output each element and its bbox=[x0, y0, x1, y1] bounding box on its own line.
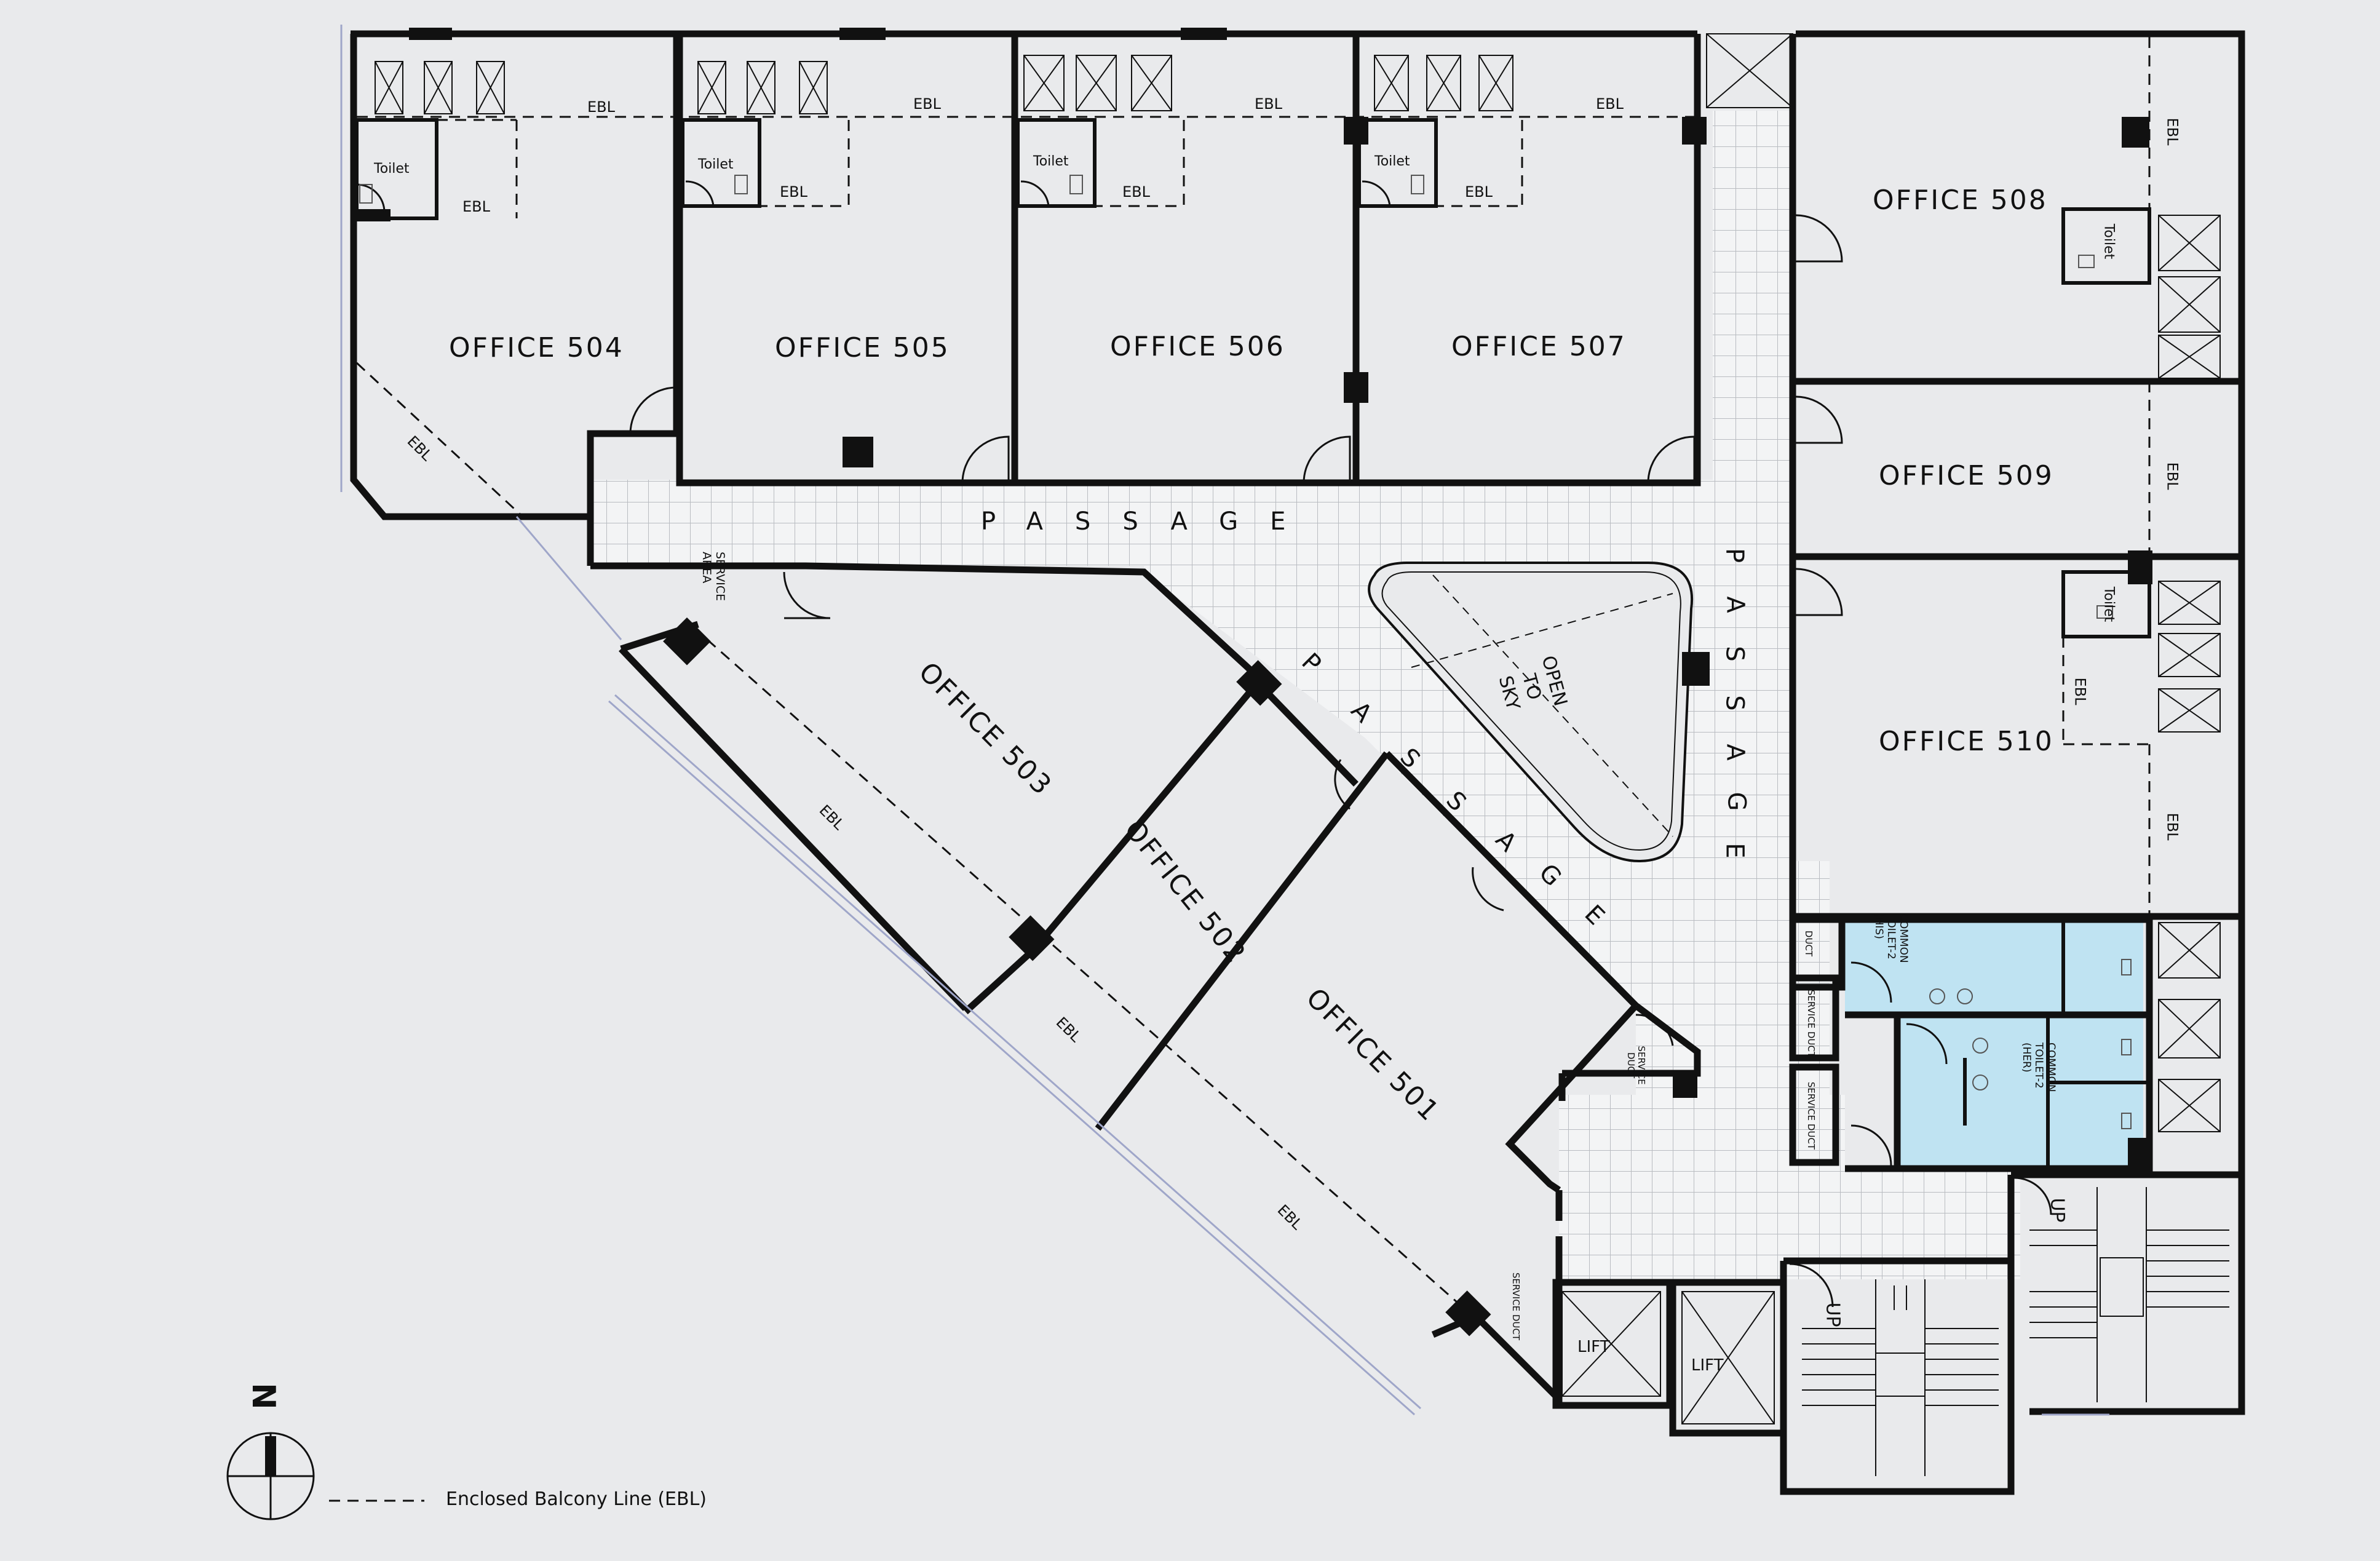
north-label: N bbox=[244, 1383, 282, 1410]
toilet-label-506: Toilet bbox=[1033, 154, 1069, 169]
ebl-label: EBL bbox=[913, 95, 941, 113]
common-toilet-her-label: COMMON TOILET-2 (HER) bbox=[2020, 1043, 2057, 1092]
office-505-label: OFFICE 505 bbox=[775, 332, 950, 363]
ebl-label: EBL bbox=[2071, 677, 2089, 705]
toilet-label-504: Toilet bbox=[374, 161, 410, 177]
common-toilet-his-label: COMMON TOILET-2 (HIS) bbox=[1873, 913, 1910, 963]
legend-text: Enclosed Balcony Line (EBL) bbox=[446, 1488, 707, 1510]
duct-label: DUCT bbox=[1803, 930, 1815, 957]
toilet-label-510: Toilet bbox=[2101, 586, 2117, 622]
ebl-label: EBL bbox=[1596, 95, 1624, 113]
open-to-sky bbox=[1368, 562, 1694, 863]
office-504-label: OFFICE 504 bbox=[449, 332, 624, 363]
ebl-label: EBL bbox=[2164, 462, 2181, 490]
ebl-label: EBL bbox=[2164, 812, 2181, 841]
north-compass-icon bbox=[226, 1432, 315, 1520]
lift-1-label: LIFT bbox=[1577, 1338, 1610, 1356]
service-duct-label: SERVICE DUCT bbox=[1806, 1081, 1817, 1150]
stair-up-label: UP bbox=[1822, 1302, 1844, 1327]
ebl-label: EBL bbox=[587, 98, 615, 116]
passage-label-horizontal: PASSAGE bbox=[981, 507, 1318, 536]
common-toilets bbox=[1845, 920, 2143, 1169]
lift-2-label: LIFT bbox=[1691, 1356, 1724, 1375]
toilet-label-505: Toilet bbox=[698, 157, 734, 172]
service-duct-label: SERVICE DUCT bbox=[1806, 989, 1817, 1058]
ebl-label: EBL bbox=[1255, 95, 1282, 113]
ebl-label: EBL bbox=[1465, 183, 1493, 201]
ebl-label: EBL bbox=[780, 183, 807, 201]
office-509-label: OFFICE 509 bbox=[1879, 460, 2054, 491]
ebl-label: EBL bbox=[1122, 183, 1150, 201]
office-507-label: OFFICE 507 bbox=[1451, 331, 1627, 362]
toilet-label-508: Toilet bbox=[2101, 223, 2117, 260]
service-duct-label-corridor: SERVICE DUCT bbox=[1625, 1046, 1647, 1085]
service-area-label: SERVICE AREA bbox=[700, 552, 727, 602]
service-duct-label-stair: SERVICE DUCT bbox=[1510, 1272, 1522, 1341]
toilet-label-507: Toilet bbox=[1374, 154, 1410, 169]
ebl-label: EBL bbox=[462, 198, 490, 215]
stair-up-label-right: UP bbox=[2046, 1198, 2068, 1223]
office-510-label: OFFICE 510 bbox=[1879, 726, 2054, 757]
ebl-label: EBL bbox=[2164, 117, 2181, 146]
office-508-label: OFFICE 508 bbox=[1873, 185, 2048, 216]
office-506-label: OFFICE 506 bbox=[1110, 331, 1285, 362]
